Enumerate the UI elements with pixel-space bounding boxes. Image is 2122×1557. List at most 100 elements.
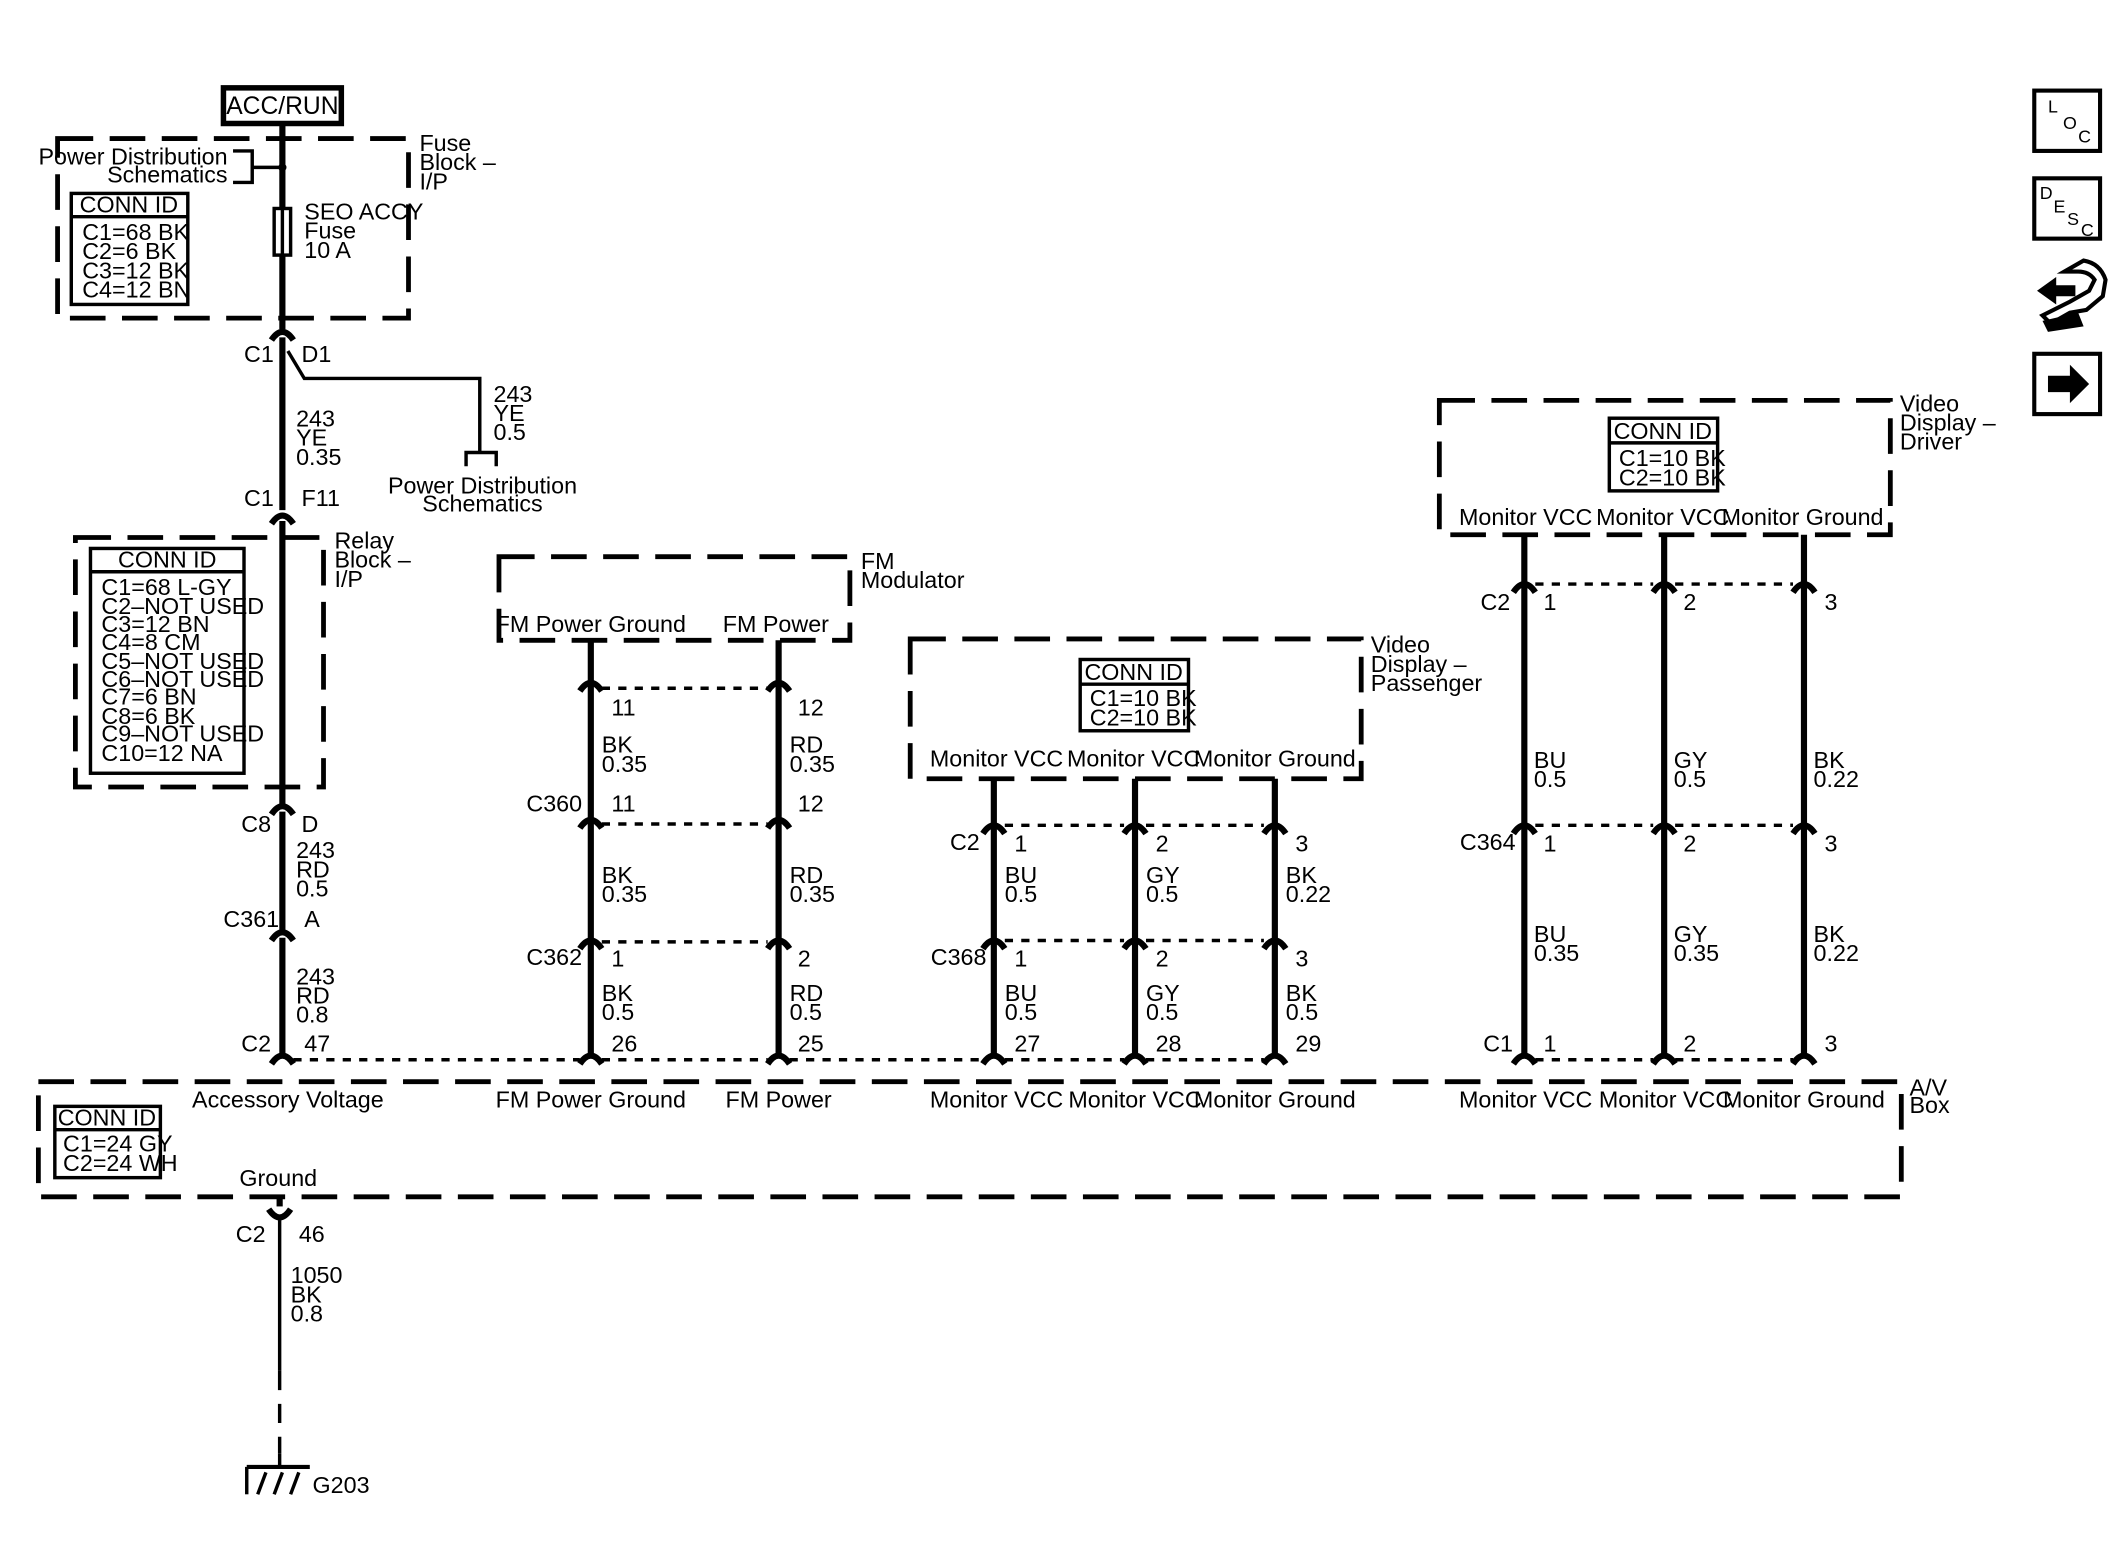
av-pin-label: Monitor VCC bbox=[1459, 1087, 1592, 1113]
vdd-pin-ground: Monitor Ground bbox=[1722, 504, 1884, 530]
c360-label: C360 bbox=[526, 791, 582, 817]
connector-c364 bbox=[1790, 822, 1818, 836]
c362-pin-2: 2 bbox=[798, 946, 811, 972]
vdd-c2-pin: 1 bbox=[1544, 589, 1557, 615]
relay-block: Relay Block – I/P CONN ID C1=68 L-GY C2–… bbox=[72, 527, 411, 790]
av-pin-26: 26 bbox=[611, 1031, 637, 1057]
pds-bottom-1: Power Distribution bbox=[388, 473, 577, 499]
relay-block-conn-id: CONN ID C1=68 L-GY C2–NOT USED C3=12 BN … bbox=[88, 547, 264, 775]
av-pin-label: Monitor VCC bbox=[1599, 1087, 1732, 1113]
connector-av-27 bbox=[980, 1052, 1008, 1066]
vdp-pin-vcc: Monitor VCC bbox=[930, 745, 1063, 771]
conn-id-row: C4=8 CM bbox=[101, 629, 200, 655]
vdp-wire2: 0.5 bbox=[1286, 999, 1318, 1025]
g203-label: G203 bbox=[313, 1472, 370, 1498]
vdd-wire1: BK bbox=[1814, 747, 1846, 773]
vdd-c2-label: C2 bbox=[1480, 589, 1510, 615]
connector-c8 bbox=[268, 803, 296, 817]
av-pin-label: FM Power Ground bbox=[496, 1087, 686, 1113]
pin-46-label: 46 bbox=[299, 1221, 325, 1247]
connector-vdd-c2 bbox=[1790, 581, 1818, 595]
ground-wire-1: 1050 bbox=[291, 1262, 343, 1288]
vdp-wire2: BU bbox=[1005, 980, 1037, 1006]
fm-wire1-size: 0.35 bbox=[790, 751, 835, 777]
connector-av-c1 bbox=[1650, 1052, 1678, 1066]
conn-id-row: C1=10 BK bbox=[1619, 445, 1726, 471]
connector-c1-f11 bbox=[268, 512, 296, 526]
pds-label-2: Schematics bbox=[107, 161, 227, 187]
conn-id-row: C2=6 BK bbox=[82, 238, 176, 264]
vdp-conn-id: CONN ID C1=10 BK C2=10 BK bbox=[1078, 657, 1197, 733]
vdd-wire2: 0.35 bbox=[1534, 940, 1579, 966]
av-pin-c1: 3 bbox=[1825, 1031, 1838, 1057]
connector-c360 bbox=[577, 816, 605, 830]
fm-wire3-size: 0.5 bbox=[602, 999, 634, 1025]
ground-wire-3: 0.8 bbox=[291, 1301, 323, 1327]
av-box: A/V Box CONN ID C1=24 GY C2=24 WH Access… bbox=[35, 1074, 1950, 1200]
av-conn-id: CONN ID C1=24 GY C2=24 WH bbox=[53, 1105, 178, 1180]
fm-title-1: FM bbox=[861, 548, 895, 574]
conn-id-row: C7=6 BN bbox=[101, 684, 196, 710]
av-title-2: Box bbox=[1910, 1092, 1950, 1118]
c368-pin: 3 bbox=[1295, 946, 1308, 972]
fuse-label-1: SEO ACCY bbox=[304, 198, 424, 224]
connector-view-icon[interactable] bbox=[2037, 258, 2108, 332]
connector-fm-top bbox=[577, 679, 605, 693]
fm-wire2-color: BK bbox=[602, 862, 634, 888]
wire-243-rd-3: 0.5 bbox=[296, 876, 328, 902]
d-label: D bbox=[302, 811, 319, 837]
conn-id-row: C2=10 BK bbox=[1090, 704, 1197, 730]
relay-block-title-3: I/P bbox=[334, 566, 362, 592]
connector-vdp-c2 bbox=[980, 822, 1008, 836]
c360-pin-12: 12 bbox=[798, 791, 824, 817]
desc-button[interactable]: D E S C bbox=[2032, 176, 2103, 241]
fm-wire2-size: 0.35 bbox=[602, 881, 647, 907]
conn-id-row: C9–NOT USED bbox=[101, 721, 264, 747]
vdd-c2-pin: 3 bbox=[1825, 589, 1838, 615]
vdp-wire1: 0.5 bbox=[1146, 881, 1178, 907]
fm-wire1-color: BK bbox=[602, 732, 634, 758]
connector-av-c1 bbox=[1790, 1052, 1818, 1066]
vdd-title-2: Display – bbox=[1900, 410, 1996, 436]
vdd-conn-id: CONN ID C1=10 BK C2=10 BK bbox=[1607, 416, 1726, 493]
av-pin-label: Monitor Ground bbox=[1723, 1087, 1885, 1113]
fm-wire3-size: 0.5 bbox=[790, 999, 822, 1025]
arrow-right-icon bbox=[2047, 364, 2090, 404]
wire-243-ye-1: 243 bbox=[296, 405, 335, 431]
video-display-driver: Video Display – Driver CONN ID C1=10 BK … bbox=[1436, 390, 1996, 538]
conn-id-row: C10=12 NA bbox=[101, 740, 223, 766]
conn-id-row: C2=10 BK bbox=[1619, 464, 1726, 490]
conn-id-row: C3=12 BK bbox=[82, 257, 189, 283]
av-pin-label: Monitor VCC bbox=[1068, 1087, 1201, 1113]
fm-wire3-color: BK bbox=[602, 980, 634, 1006]
fuse-label-3: 10 A bbox=[304, 237, 351, 263]
vdd-wire2: GY bbox=[1674, 921, 1708, 947]
f11-label: F11 bbox=[302, 485, 340, 511]
vdp-wire1: BK bbox=[1286, 862, 1318, 888]
connector-c368 bbox=[980, 937, 1008, 951]
vdp-wire2: 0.5 bbox=[1146, 999, 1178, 1025]
next-arrow-button[interactable] bbox=[2032, 351, 2103, 417]
av-pin-28: 28 bbox=[1156, 1031, 1182, 1057]
vdd-wire2: 0.35 bbox=[1674, 940, 1719, 966]
conn-id-header: CONN ID bbox=[58, 1105, 156, 1131]
loc-button[interactable]: L O C bbox=[2032, 88, 2103, 153]
connector-c362 bbox=[765, 937, 793, 951]
vdp-title-3: Passenger bbox=[1371, 670, 1483, 696]
conn-id-header: CONN ID bbox=[118, 547, 216, 573]
fuse-block: Fuse Block – I/P Power Distribution Sche… bbox=[39, 130, 496, 330]
pin-47-label: 47 bbox=[304, 1031, 330, 1057]
vdp-wire1: GY bbox=[1146, 862, 1180, 888]
av-pin-29: 29 bbox=[1295, 1031, 1321, 1057]
pds-bottom-2: Schematics bbox=[422, 490, 542, 516]
av-ground-label: Ground bbox=[239, 1165, 317, 1191]
vdp-c2-pin: 2 bbox=[1156, 830, 1169, 856]
av-pin-c1: 2 bbox=[1683, 1031, 1696, 1057]
vdd-wire1: GY bbox=[1674, 747, 1708, 773]
fuse-label-2: Fuse bbox=[304, 218, 356, 244]
fm-wire3-color: RD bbox=[790, 980, 824, 1006]
connector-c2-46 bbox=[266, 1207, 294, 1221]
c364-pin: 2 bbox=[1683, 830, 1696, 856]
branch-wire-1: 243 bbox=[493, 381, 532, 407]
fuse-block-title-2: Block – bbox=[419, 149, 495, 175]
